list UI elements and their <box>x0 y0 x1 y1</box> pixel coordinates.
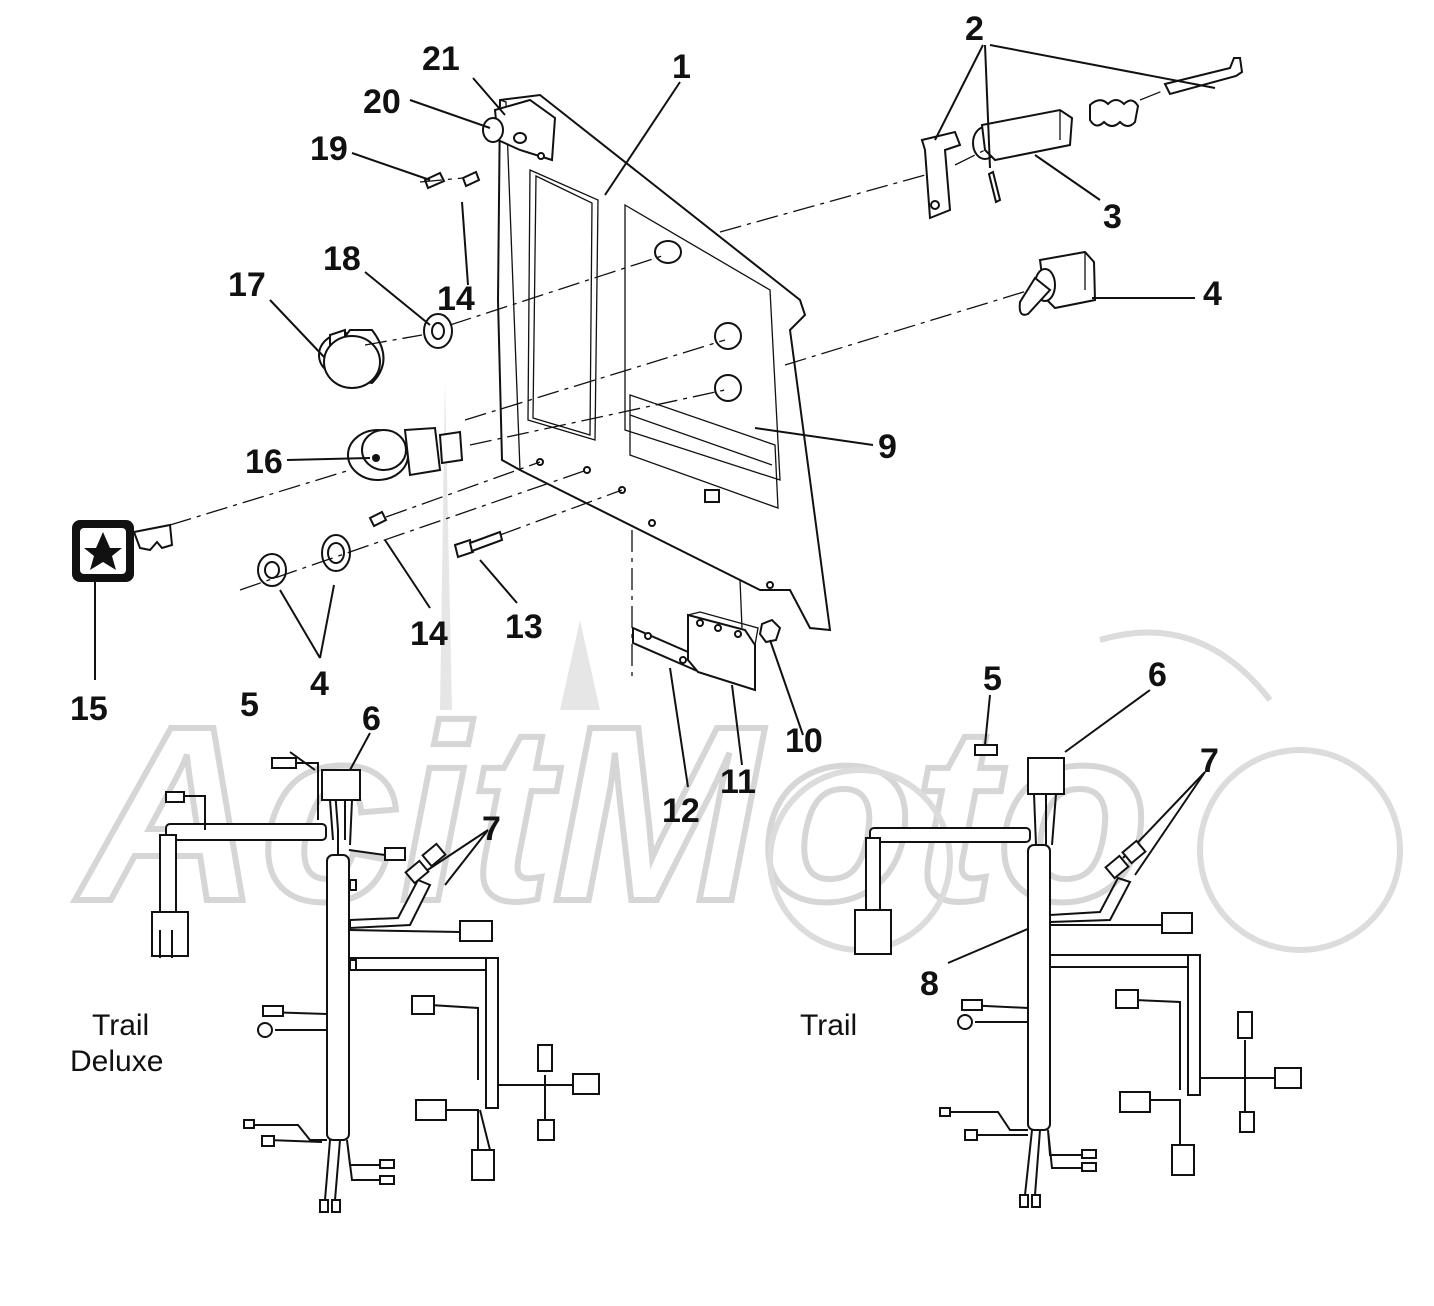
caption-trail: Trail <box>800 1009 857 1042</box>
callout-10: 10 <box>785 722 823 760</box>
callout-4-right: 4 <box>1203 275 1222 313</box>
push-switch <box>920 57 1244 220</box>
callout-6-right: 6 <box>1148 656 1167 694</box>
harness-trail <box>854 744 1302 1208</box>
callout-2: 2 <box>965 10 984 48</box>
callout-13: 13 <box>505 608 543 646</box>
callout-14-lower: 14 <box>410 615 448 653</box>
caption-trail-deluxe-line1: Trail <box>92 1009 149 1042</box>
captions: Trail Deluxe Trail <box>70 1009 857 1078</box>
watermark-text: AcitMoto <box>74 674 1149 953</box>
callout-6-left: 6 <box>362 700 381 738</box>
callout-12: 12 <box>662 792 700 830</box>
callout-9: 9 <box>878 428 897 466</box>
callout-16: 16 <box>245 443 283 481</box>
callout-15: 15 <box>70 690 108 728</box>
callout-8: 8 <box>920 965 939 1003</box>
callout-21: 21 <box>422 40 460 78</box>
toggle-switch <box>1018 250 1097 316</box>
assembly-lines <box>169 89 1166 680</box>
bracket-set <box>632 579 782 692</box>
callout-4-left: 4 <box>310 665 329 703</box>
callout-7-right: 7 <box>1200 742 1219 780</box>
nut-washer <box>323 313 453 389</box>
fasteners <box>257 170 504 587</box>
callout-5-right: 5 <box>983 660 1002 698</box>
watermark: AcitMoto <box>71 380 1403 956</box>
key-icon <box>72 520 174 582</box>
caption-trail-deluxe-line2: Deluxe <box>70 1045 163 1078</box>
harness-trail-deluxe <box>151 757 600 1213</box>
callout-labels: 1 2 3 4 4 5 5 6 6 7 7 8 9 10 11 12 13 14… <box>70 10 1222 1003</box>
callout-11: 11 <box>720 763 756 801</box>
callout-5-left: 5 <box>240 686 259 724</box>
callout-3: 3 <box>1103 198 1122 236</box>
dash-panel <box>482 93 832 632</box>
callout-7-left: 7 <box>482 810 501 848</box>
leader-lines <box>94 44 1216 964</box>
callout-1: 1 <box>672 48 691 86</box>
callout-17: 17 <box>228 266 266 304</box>
callout-14-upper: 14 <box>437 280 475 318</box>
callout-20: 20 <box>363 83 401 121</box>
callout-19: 19 <box>310 130 348 168</box>
callout-18: 18 <box>323 240 361 278</box>
